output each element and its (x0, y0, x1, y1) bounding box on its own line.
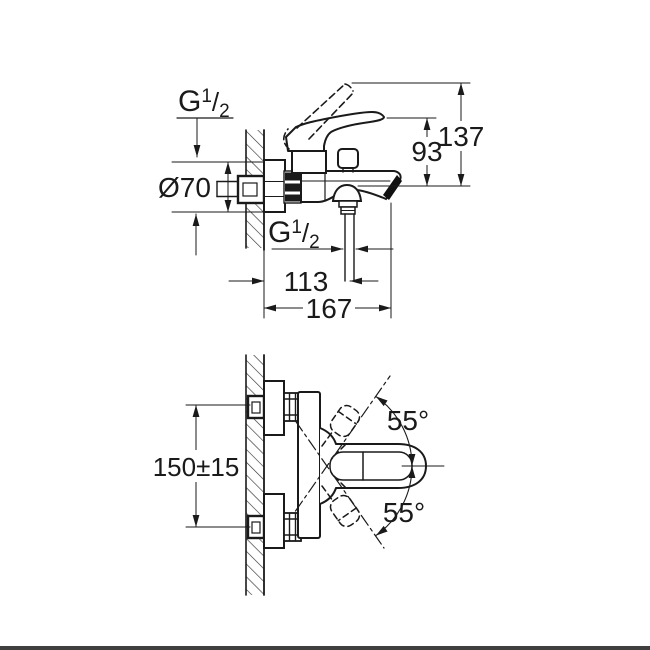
lever-handle-side (285, 111, 385, 152)
dim-137-label: 137 (438, 121, 485, 152)
lever-handle-raised-dashed (282, 83, 355, 150)
dim-167-label: 167 (306, 293, 353, 324)
thread-label-bottom: G1/2 (268, 216, 320, 253)
thread-label-top: G1/2 (178, 85, 230, 122)
wall-union-top (246, 394, 266, 420)
shower-hose-outlet (331, 183, 363, 215)
hose-lines (344, 213, 355, 282)
escutcheon-top-view (263, 159, 286, 213)
plan-view (150, 354, 445, 596)
cartridge-housing (291, 150, 327, 174)
angle-arc-up (375, 395, 416, 467)
dim-113-label: 113 (284, 266, 329, 297)
swivel-axis-lines (294, 375, 391, 549)
diverter-knob (337, 148, 359, 173)
dimension-thread-top (176, 117, 234, 158)
lever-position-down-dashed (321, 475, 361, 528)
flange-diameter-label: Ø70 (158, 172, 211, 203)
window-bottom-edge (0, 646, 650, 650)
angle-arc-down (375, 465, 416, 537)
wall-hatching-bottom (245, 354, 265, 596)
union-nut-plan-bottom (283, 512, 302, 542)
union-nut-side (283, 170, 302, 204)
escutcheon-plan-bottom (263, 493, 285, 549)
wall-union-fitting (236, 174, 266, 205)
angle-down-label: 55° (383, 497, 425, 528)
aerator-outlet (383, 175, 402, 200)
side-view-labels: G1/2 Ø70 93 137 G1/2 113 167 (158, 85, 484, 324)
dimension-flange-diameter (171, 161, 265, 256)
plan-view-labels: 150±15 55° 55° (153, 405, 429, 528)
dim-150-label: 150±15 (153, 452, 240, 482)
pipe-through-escutcheon (263, 181, 286, 197)
lever-position-up-dashed (321, 404, 361, 457)
dim-93-label: 93 (411, 136, 442, 167)
wall-hatching-top (245, 129, 265, 319)
escutcheon-plan-top (263, 380, 285, 436)
angle-up-label: 55° (387, 405, 429, 436)
side-view (171, 82, 488, 320)
mixer-body-plan (297, 391, 321, 539)
